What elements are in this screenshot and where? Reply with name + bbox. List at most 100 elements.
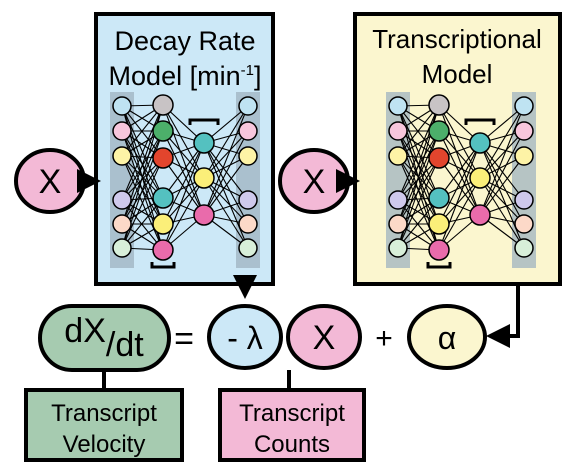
transcriptional-net-edge (397, 157, 440, 249)
transcript-counts-line2: Counts (254, 431, 330, 458)
transcriptional-net-edge (438, 177, 481, 251)
equation-decay-lambda-text: - λ (227, 320, 263, 356)
transcriptional-net-output-node (514, 146, 534, 166)
transcriptional-net-edge (479, 155, 525, 216)
arrow-transcriptional-to-alpha (486, 284, 520, 348)
equation-alpha (407, 304, 487, 370)
equation-plus: + (375, 322, 393, 355)
decay-net-output-node (238, 238, 258, 258)
decay-net-edge (162, 142, 205, 199)
transcriptional-net-output-node (514, 96, 534, 116)
transcriptional-net-hidden1-node (428, 94, 450, 116)
transcriptional-net-input-node (388, 214, 408, 234)
transcript-velocity-line2: Velocity (63, 431, 146, 458)
transcriptional-net-hidden2-node (469, 132, 491, 154)
equation-decay-lambda (207, 304, 283, 370)
input-x-middle-label: X (303, 163, 326, 201)
decay-net-bracket-bottom (150, 262, 176, 269)
decay-net-hidden1-node (152, 213, 174, 235)
transcriptional-net-edge (397, 104, 440, 201)
decay-net-input-node (112, 238, 132, 258)
transcriptional-net-input-node (388, 238, 408, 258)
transcriptional-net-edge (479, 142, 525, 225)
decay-net-hidden2-node (193, 204, 215, 226)
transcriptional-net-output-node (514, 214, 534, 234)
transcriptional-net-output-node (514, 238, 534, 258)
decay-net-bracket-top (188, 118, 220, 125)
transcriptional-net-hidden1-node (428, 213, 450, 235)
decay-model-title-line2: Model [min-1] (109, 61, 262, 91)
transcript-counts-line1: Transcript (239, 400, 345, 427)
transcriptional-net-edge (397, 197, 440, 249)
transcriptional-net-edge (479, 130, 525, 216)
decay-net-input-node (112, 96, 132, 116)
transcriptional-net-hidden1-node (428, 147, 450, 169)
transcriptional-net-edge (397, 104, 440, 157)
decay-net-hidden1-node (152, 239, 174, 261)
decay-net-edge (203, 142, 249, 225)
decay-net-hidden1-node (152, 120, 174, 142)
decay-net-input-node (112, 121, 132, 141)
decay-net-edge (121, 197, 164, 249)
decay-net-hidden1-node (152, 147, 174, 169)
decay-net-input-node (112, 214, 132, 234)
transcriptional-net-input-node (388, 146, 408, 166)
decay-net-edge (121, 104, 164, 157)
transcript-velocity-box (24, 388, 184, 462)
decay-model-title-line1: Decay Rate (114, 26, 255, 56)
transcriptional-net-output-node (514, 121, 534, 141)
decay-net-hidden1-node (152, 94, 174, 116)
transcriptional-net-edge (438, 104, 481, 179)
transcriptional-net-bracket-top (464, 118, 496, 125)
decay-net-edge (162, 177, 205, 251)
input-x-left-label: X (39, 163, 62, 201)
transcriptional-net-bracket-bottom (426, 262, 452, 269)
decay-net-edge (203, 105, 249, 216)
decay-net-edge (203, 142, 249, 249)
transcriptional-net-hidden1-node (428, 120, 450, 142)
transcriptional-net-edge (438, 142, 481, 199)
transcript-counts-box (218, 388, 366, 462)
decay-net-hidden1-node (152, 187, 174, 209)
equation-equals: = (174, 320, 194, 358)
transcriptional-net-input-node (388, 190, 408, 210)
transcriptional-net-edge (479, 177, 525, 249)
decay-net-output-node (238, 146, 258, 166)
transcriptional-net-edge (438, 157, 481, 216)
decay-net-output-node (238, 190, 258, 210)
transcriptional-net-output-node (514, 190, 534, 210)
equation-lhs-text: dX/dt (64, 312, 144, 364)
decay-net-hidden2-node (193, 167, 215, 189)
equation-counts-x-text: X (313, 319, 336, 357)
decay-net-edge (121, 157, 164, 249)
decay-net-edge (162, 104, 205, 179)
decay-net-edge (203, 142, 249, 201)
transcriptional-net-hidden2-node (469, 204, 491, 226)
transcriptional-net-edge (479, 142, 525, 201)
transcriptional-net-hidden1-node (428, 187, 450, 209)
transcriptional-net-input-node (388, 96, 408, 116)
decay-net-edge (203, 177, 249, 249)
transcriptional-net-edge (479, 105, 525, 179)
decay-net-edge (121, 104, 164, 201)
transcriptional-net-edge (438, 130, 481, 216)
transcriptional-neural-network (386, 92, 536, 269)
decay-net-input-node (112, 146, 132, 166)
transcriptional-net-input-node (388, 121, 408, 141)
transcriptional-net-edge (479, 142, 525, 249)
transcriptional-model-title-line2: Model (422, 59, 493, 89)
transcriptional-net-edge (438, 142, 481, 225)
equation-alpha-text: α (438, 320, 457, 356)
decay-net-output-node (238, 96, 258, 116)
decay-neural-network (110, 92, 260, 269)
decay-net-input-node (112, 190, 132, 210)
decay-net-hidden2-node (193, 132, 215, 154)
transcriptional-net-hidden2-node (469, 167, 491, 189)
decay-net-edge (203, 130, 249, 216)
decay-net-output-node (238, 214, 258, 234)
equation-counts-x (286, 304, 362, 370)
transcript-velocity-line1: Transcript (51, 400, 157, 427)
decay-net-edge (162, 130, 205, 216)
transcriptional-model-title-line1: Transcriptional (372, 24, 542, 54)
